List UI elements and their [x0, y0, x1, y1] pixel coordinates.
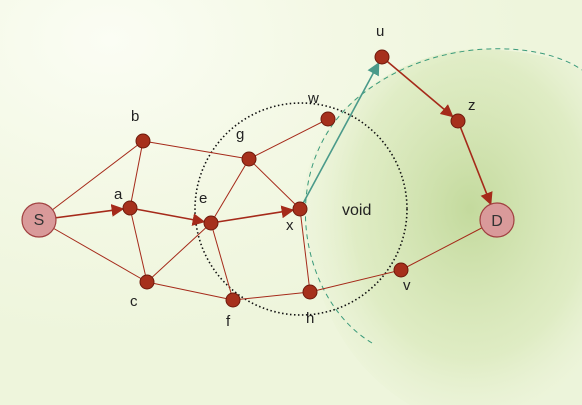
node-label-g: g	[236, 126, 244, 143]
edge-S-b	[38, 140, 144, 221]
edge-c-e	[146, 222, 212, 283]
node-D	[479, 202, 515, 238]
edge-b-g	[142, 140, 250, 160]
node-label-x: x	[286, 217, 294, 234]
node-c	[139, 274, 155, 290]
edge-z-D	[457, 120, 493, 206]
void-circle	[194, 102, 408, 316]
node-label-b: b	[131, 108, 139, 125]
node-label-u: u	[376, 23, 384, 40]
node-f	[225, 292, 241, 308]
node-label-h: h	[306, 310, 314, 327]
node-label-f: f	[226, 313, 231, 330]
edge-a-c	[129, 207, 148, 283]
edge-h-v	[309, 269, 402, 293]
destination-region	[302, 49, 582, 405]
edge-a-e	[129, 207, 206, 226]
node-label-a: a	[114, 186, 123, 203]
edge-f-h	[232, 291, 311, 301]
nodes	[21, 49, 515, 308]
node-u	[374, 49, 390, 65]
node-b	[135, 133, 151, 149]
edge-e-x	[210, 205, 295, 224]
node-z	[450, 113, 466, 129]
edge-e-f	[210, 222, 234, 301]
node-x	[292, 201, 308, 217]
edge-g-w	[248, 118, 329, 160]
destination-arc	[304, 48, 582, 344]
node-e	[203, 215, 219, 231]
node-labels: Sa b c e f g w x h u z v D	[34, 23, 503, 330]
edge-c-f	[146, 281, 234, 301]
node-label-w: w	[307, 90, 319, 107]
void-label: void	[342, 202, 371, 219]
node-label-D: D	[491, 213, 503, 230]
node-S	[21, 202, 57, 238]
edge-x-h	[299, 208, 311, 293]
node-label-v: v	[403, 277, 411, 294]
edge-v-D	[400, 219, 498, 271]
edge-x-u	[299, 62, 380, 210]
node-label-S: S	[34, 212, 45, 229]
node-g	[241, 151, 257, 167]
edge-b-a	[129, 140, 144, 209]
edge-e-g	[210, 158, 250, 224]
node-label-e: e	[199, 190, 207, 207]
node-a	[122, 200, 138, 216]
node-v	[393, 262, 409, 278]
node-h	[302, 284, 318, 300]
node-label-c: c	[130, 293, 138, 310]
node-w	[320, 111, 336, 127]
edge-u-z	[381, 56, 454, 118]
node-label-z: z	[468, 97, 476, 114]
edges	[38, 56, 498, 301]
edge-g-x	[248, 158, 301, 210]
edge-S-c	[38, 219, 148, 283]
